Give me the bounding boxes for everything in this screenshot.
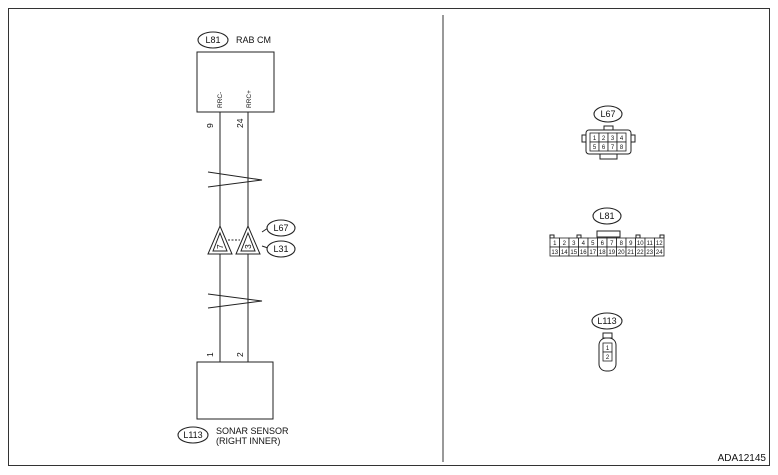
l113-latch — [602, 332, 613, 339]
l67-pin-number-2: 2 — [602, 136, 606, 142]
l67-pin-number-5: 5 — [593, 145, 597, 151]
l67-side-tab-left — [581, 134, 587, 143]
l67-pin-cell-8 — [616, 141, 627, 152]
l113-pin-number-2: 2 — [606, 355, 610, 361]
sensor-pin-1: 1 — [205, 352, 215, 357]
connector-face-l67-tag — [593, 105, 623, 123]
diagram-frame — [8, 8, 770, 466]
l81-pin-number-22: 22 — [637, 250, 644, 256]
diagram-code: ADA12145 — [718, 453, 767, 464]
l81-pin-number-17: 17 — [589, 250, 596, 256]
l81-pin-number-5: 5 — [591, 241, 595, 247]
l67-pin-number-3: 3 — [611, 136, 615, 142]
connector-face-l67-id: L67 — [600, 109, 615, 119]
l81-pin-number-16: 16 — [580, 250, 587, 256]
connector-face-l81-tag — [592, 207, 622, 225]
l67-pin-number-4: 4 — [620, 136, 624, 142]
l113-pin-number-1: 1 — [606, 346, 610, 352]
l81-pin-number-12: 12 — [656, 241, 663, 247]
l81-pin-number-18: 18 — [599, 250, 606, 256]
l67-pin-number-6: 6 — [602, 145, 606, 151]
l81-pin-number-10: 10 — [637, 241, 644, 247]
connector-tag-l81 — [197, 31, 229, 49]
connector-tag-l31-label: L31 — [273, 244, 288, 254]
rab-cm-module: L81 RAB CM RRC- RRC+ 9 24 — [196, 31, 275, 128]
l81-pin-number-7: 7 — [610, 241, 614, 247]
sensor-pin-2: 2 — [235, 352, 245, 357]
l81-pin-number-1: 1 — [553, 241, 557, 247]
joint-pin-triangle-7-inner — [212, 231, 228, 252]
module-name: RAB CM — [236, 35, 271, 45]
joint-pin-7: 7 — [215, 244, 225, 249]
sensor-position: (RIGHT INNER) — [216, 436, 280, 446]
joint-pin-triangle-3-inner — [240, 231, 256, 252]
connector-tag-l81-label: L81 — [205, 35, 220, 45]
l81-key-3 — [635, 234, 641, 239]
connector-face-l113: L113 1 2 — [591, 312, 623, 372]
l67-pin-number-7: 7 — [611, 145, 615, 151]
l81-key-4 — [659, 234, 665, 239]
connector-tag-l113-label: L113 — [183, 430, 202, 440]
l81-pin-number-21: 21 — [627, 250, 634, 256]
connector-face-l113-tag — [591, 312, 623, 330]
l81-key-2 — [576, 234, 582, 239]
module-box — [196, 51, 275, 113]
connector-tag-l67 — [266, 219, 296, 237]
l81-pin-number-2: 2 — [563, 241, 567, 247]
sensor-name: SONAR SENSOR — [216, 426, 289, 436]
l81-pin-number-11: 11 — [647, 241, 654, 247]
l81-pin-number-19: 19 — [608, 250, 615, 256]
pin-label-rrc-plus: RRC+ — [246, 90, 253, 108]
l67-side-tab-right — [630, 134, 636, 143]
l81-key-1 — [549, 234, 555, 239]
l113-pin-cell-2 — [602, 351, 613, 362]
l81-pin-number-15: 15 — [570, 250, 577, 256]
connector-tag-l113 — [177, 426, 209, 444]
l81-pin-number-4: 4 — [582, 241, 586, 247]
twisted-pair-mark-upper — [207, 171, 263, 188]
l81-pin-number-20: 20 — [618, 250, 625, 256]
connector-tag-l67-label: L67 — [273, 223, 288, 233]
l67-pin-number-8: 8 — [620, 145, 624, 151]
twisted-pair-mark-lower — [207, 293, 263, 309]
l81-pin-number-13: 13 — [551, 250, 558, 256]
connector-tag-l31 — [266, 240, 296, 258]
l81-pin-number-8: 8 — [620, 241, 624, 247]
l81-pin-number-9: 9 — [629, 241, 633, 247]
l81-pin-number-6: 6 — [601, 241, 605, 247]
l81-latch — [596, 230, 621, 238]
connector-face-l113-id: L113 — [597, 316, 616, 326]
pin-number-9: 9 — [205, 123, 215, 128]
l81-pin-cell-24 — [654, 246, 665, 257]
joint-pin-3: 3 — [243, 244, 253, 249]
pin-number-24: 24 — [235, 118, 245, 128]
connector-face-l81-id: L81 — [599, 211, 614, 221]
l81-pin-number-23: 23 — [646, 250, 653, 256]
l67-latch — [603, 125, 614, 131]
l81-pin-number-3: 3 — [572, 241, 576, 247]
l67-pin-number-1: 1 — [593, 136, 597, 142]
joint-connector: 7 3 L67 L31 — [207, 219, 296, 258]
sensor-box — [196, 361, 274, 420]
l81-pin-number-24: 24 — [656, 250, 663, 256]
sonar-sensor: 1 2 L113 SONAR SENSOR (RIGHT INNER) — [177, 352, 289, 446]
pin-label-rrc-minus: RRC- — [217, 92, 224, 108]
l81-pin-number-14: 14 — [561, 250, 568, 256]
l67-bottom-key — [599, 153, 618, 160]
